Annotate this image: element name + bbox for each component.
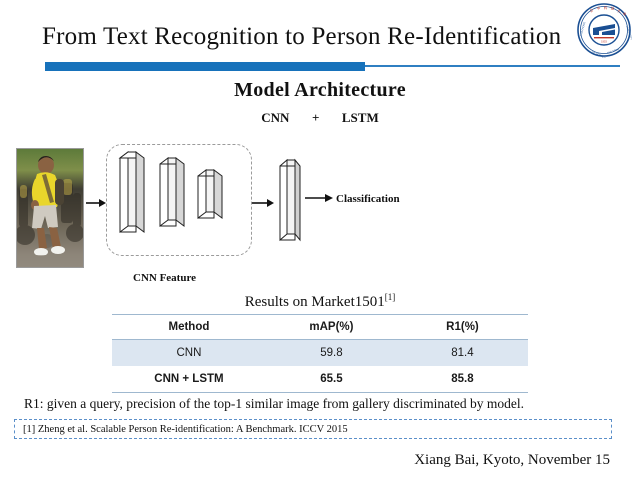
cell-r1: 81.4	[396, 339, 528, 366]
cell-r1: 85.8	[396, 366, 528, 393]
svg-text:大: 大	[618, 8, 622, 13]
arrow-cnn-to-lstm	[252, 199, 274, 207]
cell-map: 59.8	[265, 339, 397, 366]
svg-text:OF SCIENCE: OF SCIENCE	[592, 50, 607, 58]
cnn-conv-slabs	[118, 151, 223, 233]
subheading-lstm: LSTM	[341, 110, 379, 125]
university-logo-icon: 华中 科技 大学 HUAZHONG UNIVERSITY OF SCIENCE …	[576, 2, 633, 60]
cell-method: CNN + LSTM	[112, 366, 266, 393]
svg-text:学: 学	[623, 12, 626, 17]
pedestrian-query-image	[16, 148, 84, 268]
results-caption-text: Results on Market1501	[244, 294, 385, 310]
column-header-r1: R1(%)	[396, 314, 528, 340]
results-caption-superscript: [1]	[384, 292, 396, 302]
svg-text:1953: 1953	[601, 40, 607, 44]
svg-text:中: 中	[597, 6, 600, 11]
cnn-feature-label: CNN Feature	[133, 272, 197, 284]
cell-method: CNN	[112, 339, 266, 366]
table-row: CNN 59.8 81.4	[112, 339, 528, 366]
classification-label: Classification	[336, 193, 400, 205]
title-accent-line	[365, 65, 620, 67]
cell-map: 65.5	[265, 366, 397, 393]
subheading-cnn: CNN	[261, 110, 290, 125]
subheading-plus: +	[311, 110, 320, 125]
results-caption: Results on Market1501[1]	[0, 292, 640, 311]
r1-definition-note: R1: given a query, precision of the top-…	[24, 396, 524, 411]
title-accent-bar	[45, 62, 365, 71]
architecture-subheading: CNN + LSTM	[0, 110, 640, 126]
column-header-map: mAP(%)	[265, 314, 397, 340]
svg-text:UNIVERSITY: UNIVERSITY	[625, 25, 632, 40]
byline: Xiang Bai, Kyoto, November 15	[414, 452, 610, 468]
svg-text:技: 技	[611, 6, 615, 11]
column-header-method: Method	[112, 314, 266, 340]
lstm-feature-slab	[279, 158, 301, 242]
arrow-lstm-to-classification	[305, 194, 333, 202]
arrow-image-to-cnn	[86, 199, 106, 207]
page-title: From Text Recognition to Person Re-Ident…	[42, 23, 562, 50]
table-header-row: Method mAP(%) R1(%)	[112, 314, 528, 340]
cnn-feature-block	[106, 144, 252, 256]
reference-box: [1] Zheng et al. Scalable Person Re-iden…	[14, 419, 612, 439]
svg-text:AND TECH: AND TECH	[606, 48, 619, 55]
svg-text:HUAZHONG: HUAZHONG	[580, 22, 587, 37]
model-architecture-diagram: Classification CNN Feature	[0, 140, 640, 285]
section-heading: Model Architecture	[234, 79, 406, 101]
results-table: Method mAP(%) R1(%) CNN 59.8 81.4 CNN + …	[112, 314, 528, 393]
svg-text:科: 科	[604, 5, 608, 10]
reference-text: [1] Zheng et al. Scalable Person Re-iden…	[23, 423, 348, 435]
table-row: CNN + LSTM 65.5 85.8	[112, 366, 528, 393]
svg-text:华: 华	[590, 8, 594, 13]
